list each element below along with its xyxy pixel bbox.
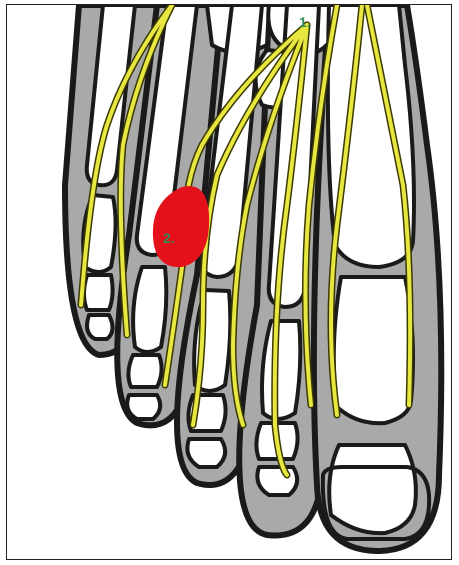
toe-1-distal-phalanx [329, 445, 416, 533]
marker-1-label: 1. [299, 14, 311, 30]
toe-2-distal-phalanx [257, 467, 297, 495]
toe-1-proximal-phalanx [334, 277, 413, 423]
toe-2-proximal-phalanx [262, 321, 300, 419]
toe-5-distal-phalanx [87, 315, 113, 339]
toe-5-middle-phalanx [84, 275, 113, 310]
toe-4-distal-phalanx [127, 395, 160, 419]
toe-4-middle-phalanx [128, 355, 161, 387]
marker-2-label: 2. [163, 230, 175, 246]
toe-3-distal-phalanx [187, 439, 225, 467]
toe-4-proximal-phalanx [133, 267, 166, 352]
toe-1-metatarsal [328, 5, 414, 267]
figure-frame: 1. 2. [6, 4, 452, 560]
foot-nerve-illustration: 1. 2. [7, 5, 452, 560]
